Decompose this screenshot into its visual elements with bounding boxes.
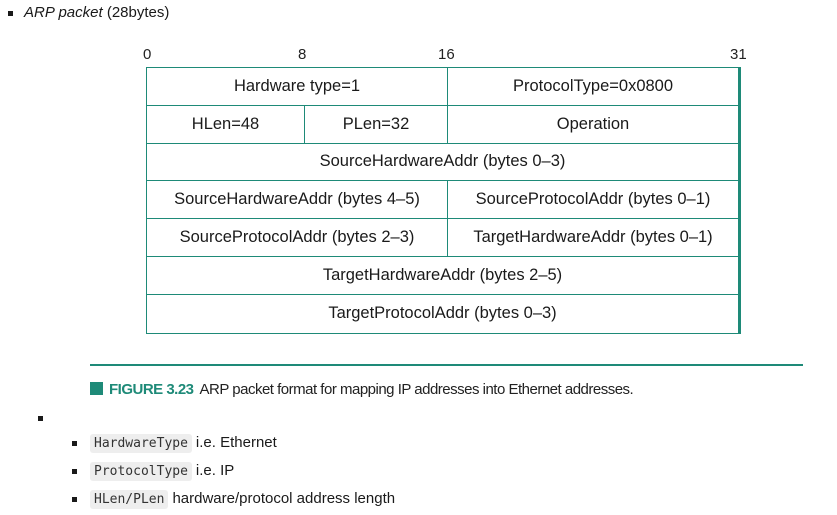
packet-row: Hardware type=1 ProtocolType=0x0800 [147, 68, 738, 106]
list-bullet [8, 11, 13, 16]
packet-field-hardware-type: Hardware type=1 [233, 76, 361, 95]
caption-text: ARP packet format for mapping IP address… [199, 381, 634, 398]
list-bullet [72, 497, 77, 502]
heading-rest: (28bytes) [102, 4, 170, 21]
figure-caption: FIGURE 3.23 ARP packet format for mapping… [90, 380, 634, 400]
list-bullet [38, 416, 43, 421]
packet-row: SourceHardwareAddr (bytes 4–5) SourcePro… [147, 181, 738, 220]
packet-row: TargetProtocolAddr (bytes 0–3) [147, 295, 738, 333]
packet-field-source-hw-addr-4-5: SourceHardwareAddr (bytes 4–5) [174, 190, 420, 209]
caption-divider [90, 364, 803, 366]
packet-row: TargetHardwareAddr (bytes 2–5) [147, 257, 738, 295]
bit-label-0: 0 [143, 46, 152, 63]
term-code: HardwareType [90, 434, 192, 453]
caption-square-icon [90, 382, 103, 395]
packet-field-protocol-type: ProtocolType=0x0800 [447, 68, 738, 105]
section-heading: ARP packet (28bytes) [24, 3, 169, 23]
packet-field-target-hw-addr-0-1: TargetHardwareAddr (bytes 0–1) [447, 219, 738, 256]
list-bullet [72, 441, 77, 446]
term-description: hardware/protocol address length [172, 490, 396, 507]
term-code: HLen/PLen [90, 490, 169, 509]
packet-field-operation: Operation [447, 105, 738, 143]
packet-field-hlen: HLen=48 [191, 114, 260, 133]
packet-field-source-proto-addr-0-1: SourceProtocolAddr (bytes 0–1) [447, 181, 738, 219]
term-description: i.e. IP [195, 462, 235, 479]
packet-field-source-proto-addr-2-3: SourceProtocolAddr (bytes 2–3) [179, 228, 415, 247]
term-description: i.e. Ethernet [195, 434, 277, 451]
list-bullet [72, 469, 77, 474]
packet-row: SourceProtocolAddr (bytes 2–3) TargetHar… [147, 219, 738, 257]
packet-field-target-proto-addr-0-3: TargetProtocolAddr (bytes 0–3) [328, 304, 557, 323]
bit-label-31: 31 [730, 46, 747, 63]
packet-field-plen: PLen=32 [304, 105, 447, 143]
term-code: ProtocolType [90, 462, 192, 481]
arp-packet-diagram: Hardware type=1 ProtocolType=0x0800 HLen… [146, 67, 741, 334]
packet-row: HLen=48 PLen=32 Operation [147, 105, 738, 144]
heading-italic: ARP packet [24, 4, 103, 21]
packet-row: SourceHardwareAddr (bytes 0–3) [147, 144, 738, 182]
figure-number: FIGURE 3.23 [109, 381, 194, 398]
packet-field-source-hw-addr-0-3: SourceHardwareAddr (bytes 0–3) [319, 152, 566, 171]
bit-label-16: 16 [438, 46, 455, 63]
packet-field-target-hw-addr-2-5: TargetHardwareAddr (bytes 2–5) [322, 265, 563, 284]
bit-label-8: 8 [298, 46, 307, 63]
